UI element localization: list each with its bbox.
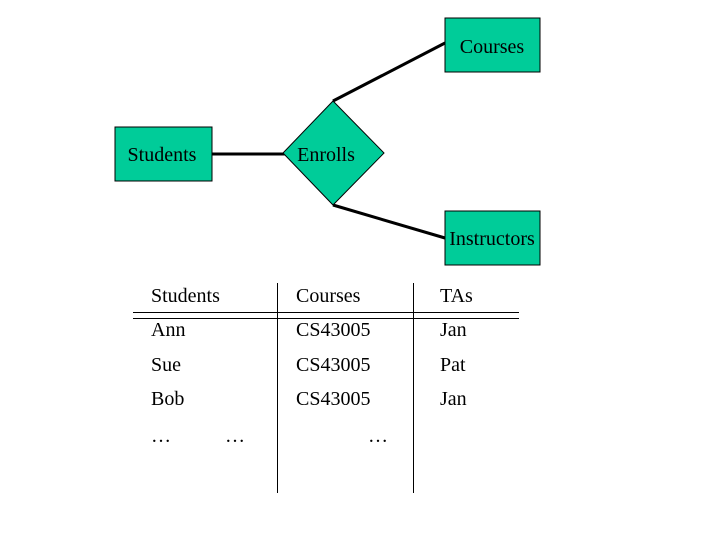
table-ellipsis: … [151, 425, 171, 447]
students-entity: Students [114, 126, 213, 182]
instructors-connector [332, 203, 446, 240]
header-divider-bottom [133, 318, 519, 319]
table-cell-course: CS43005 [296, 319, 371, 341]
students-entity-label: Students [128, 144, 197, 166]
table-cell-ta: Pat [440, 354, 466, 376]
courses-entity: Courses [444, 17, 541, 73]
column-divider-1 [277, 283, 278, 493]
column-divider-2 [413, 283, 414, 493]
column-header-tas: TAs [440, 285, 473, 307]
table-cell-student: Bob [151, 388, 185, 410]
courses-entity-label: Courses [460, 36, 525, 58]
table-cell-student: Ann [151, 319, 186, 341]
header-divider-top [133, 312, 519, 313]
column-header-students: Students [151, 285, 220, 307]
table-cell-course: CS43005 [296, 388, 371, 410]
instructors-entity-label: Instructors [449, 228, 535, 250]
instructors-entity: Instructors [444, 210, 541, 266]
table-cell-ta: Jan [440, 319, 467, 341]
enrolls-relationship-label: Enrolls [297, 144, 355, 166]
table-cell-ta: Jan [440, 388, 467, 410]
courses-connector [332, 41, 446, 103]
enrolls-relationship: Enrolls [282, 100, 385, 206]
table-ellipsis: … [368, 425, 388, 447]
table-cell-course: CS43005 [296, 354, 371, 376]
table-ellipsis: … [225, 425, 245, 447]
table-cell-student: Sue [151, 354, 181, 376]
column-header-courses: Courses [296, 285, 361, 307]
